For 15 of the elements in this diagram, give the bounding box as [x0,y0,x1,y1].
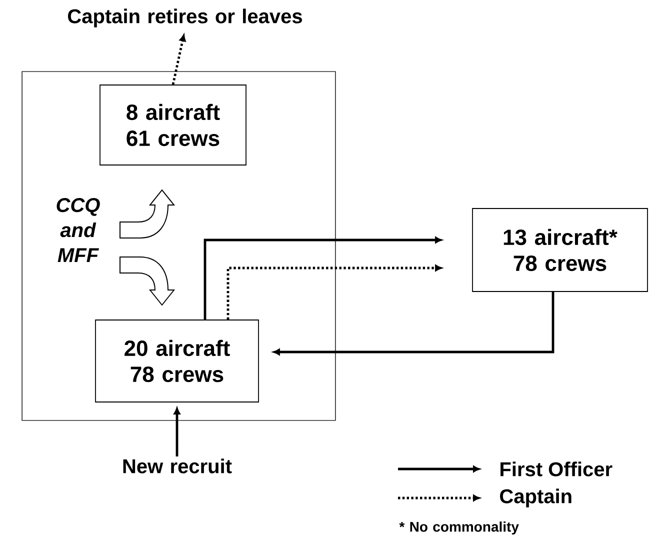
legend-text: First Officer [500,462,612,476]
arrow [204,236,442,320]
caption-text: New recruit [123,458,232,474]
legend-text: Captain [500,488,572,508]
note-text: CCQ and MFF [56,198,100,262]
aircraft-box: 13 aircraft* 78 crews [472,208,648,292]
arrow [226,264,442,320]
frame-box [22,71,336,421]
arrow [273,292,554,356]
aircraft-box: 20 aircraft 78 crews [95,320,259,402]
arrow [172,34,186,85]
footnote-text: * No commonality [399,521,519,535]
aircraft-box: 8 aircraft 61 crews [100,84,246,166]
arrow [174,408,180,456]
caption-text: Captain retires or leaves [68,8,302,28]
